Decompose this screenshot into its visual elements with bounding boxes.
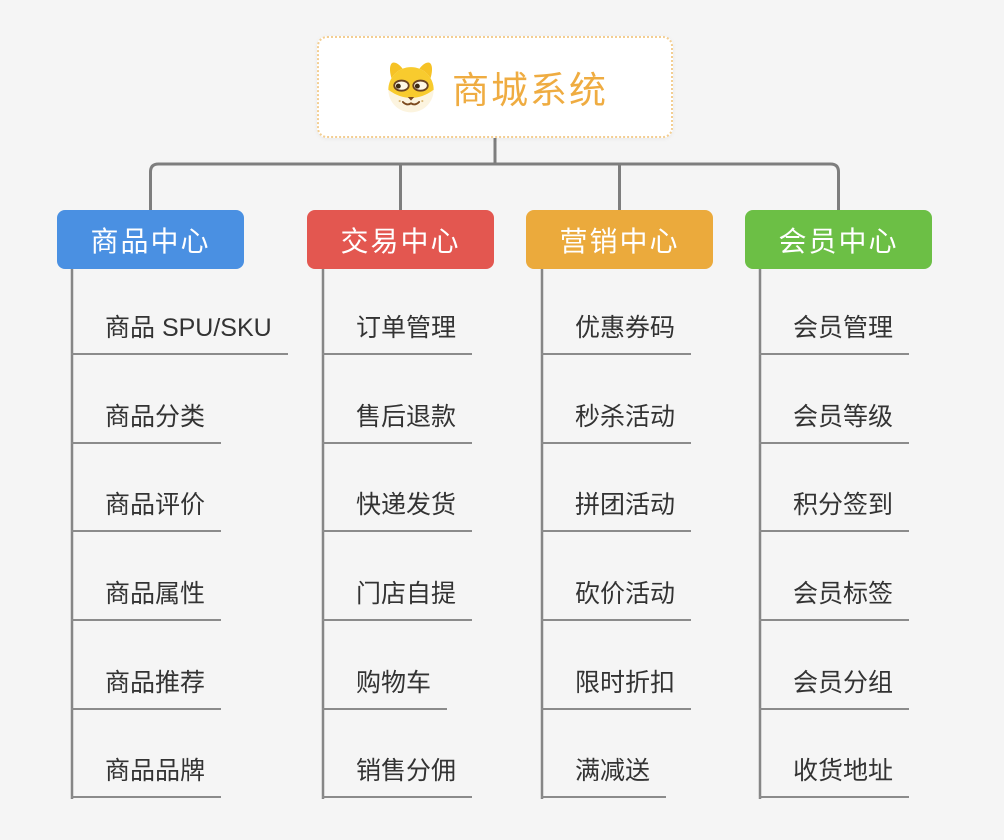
dog-face-icon <box>382 58 440 116</box>
leaf-node[interactable]: 满减送 <box>541 754 667 798</box>
leaf-node[interactable]: 优惠券码 <box>541 311 692 355</box>
leaf-node[interactable]: 售后退款 <box>322 400 473 444</box>
leaf-node[interactable]: 会员管理 <box>759 311 910 355</box>
root-title: 商城系统 <box>452 70 608 111</box>
leaf-node[interactable]: 商品推荐 <box>71 666 222 710</box>
leaf-node[interactable]: 购物车 <box>322 666 448 710</box>
leaf-node[interactable]: 商品分类 <box>71 400 222 444</box>
leaf-node[interactable]: 销售分佣 <box>322 754 473 798</box>
leaf-node[interactable]: 商品 SPU/SKU <box>71 311 288 355</box>
leaf-node[interactable]: 商品评价 <box>71 488 222 532</box>
leaf-node[interactable]: 会员标签 <box>759 577 910 621</box>
leaf-node[interactable]: 积分签到 <box>759 488 910 532</box>
leaf-node[interactable]: 会员分组 <box>759 666 910 710</box>
root-node[interactable]: 商城系统 <box>317 36 673 138</box>
leaf-node[interactable]: 门店自提 <box>322 577 473 621</box>
leaf-node[interactable]: 会员等级 <box>759 400 910 444</box>
leaf-node[interactable]: 拼团活动 <box>541 488 692 532</box>
leaf-node[interactable]: 快递发货 <box>322 488 473 532</box>
branch-product-center[interactable]: 商品中心 <box>57 210 244 269</box>
leaf-node[interactable]: 砍价活动 <box>541 577 692 621</box>
leaf-node[interactable]: 订单管理 <box>322 311 473 355</box>
leaf-node[interactable]: 商品属性 <box>71 577 222 621</box>
leaf-node[interactable]: 限时折扣 <box>541 666 692 710</box>
leaf-node[interactable]: 商品品牌 <box>71 754 222 798</box>
leaf-node[interactable]: 收货地址 <box>759 754 910 798</box>
leaf-node[interactable]: 秒杀活动 <box>541 400 692 444</box>
branch-marketing-center[interactable]: 营销中心 <box>526 210 713 269</box>
branch-member-center[interactable]: 会员中心 <box>745 210 932 269</box>
branch-trade-center[interactable]: 交易中心 <box>307 210 494 269</box>
